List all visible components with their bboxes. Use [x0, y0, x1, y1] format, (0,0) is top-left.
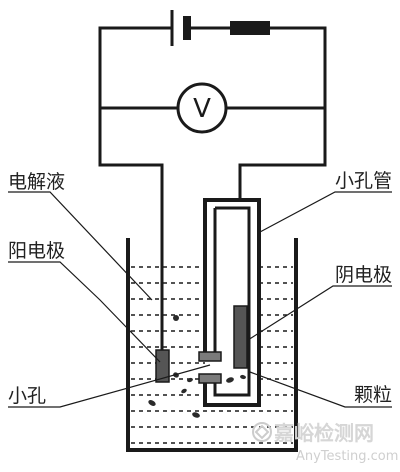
particles [148, 315, 246, 418]
watermark: 嘉峪检测网 AnyTesting.com [252, 421, 398, 464]
label-electrolyte: 电解液 [8, 171, 65, 193]
label-aperture: 小孔 [8, 385, 46, 407]
voltmeter: V [176, 82, 228, 134]
voltmeter-symbol: V [193, 94, 211, 124]
resistor [230, 21, 270, 35]
cathode-electrode [233, 305, 248, 369]
watermark-en: AnyTesting.com [296, 449, 398, 464]
aperture [198, 351, 222, 384]
watermark-logo-icon [252, 422, 272, 442]
battery [170, 10, 191, 46]
label-particles: 颗粒 [354, 384, 392, 406]
aperture-tube [203, 198, 261, 407]
label-anode: 阳电极 [8, 240, 65, 262]
label-cathode: 阴电极 [335, 264, 392, 286]
circuit-wires [98, 26, 327, 350]
leader-lines [8, 191, 392, 408]
beaker [126, 238, 298, 452]
label-aperture-tube: 小孔管 [335, 170, 392, 192]
watermark-cn: 嘉峪检测网 [273, 421, 374, 445]
anode-electrode [155, 349, 170, 383]
